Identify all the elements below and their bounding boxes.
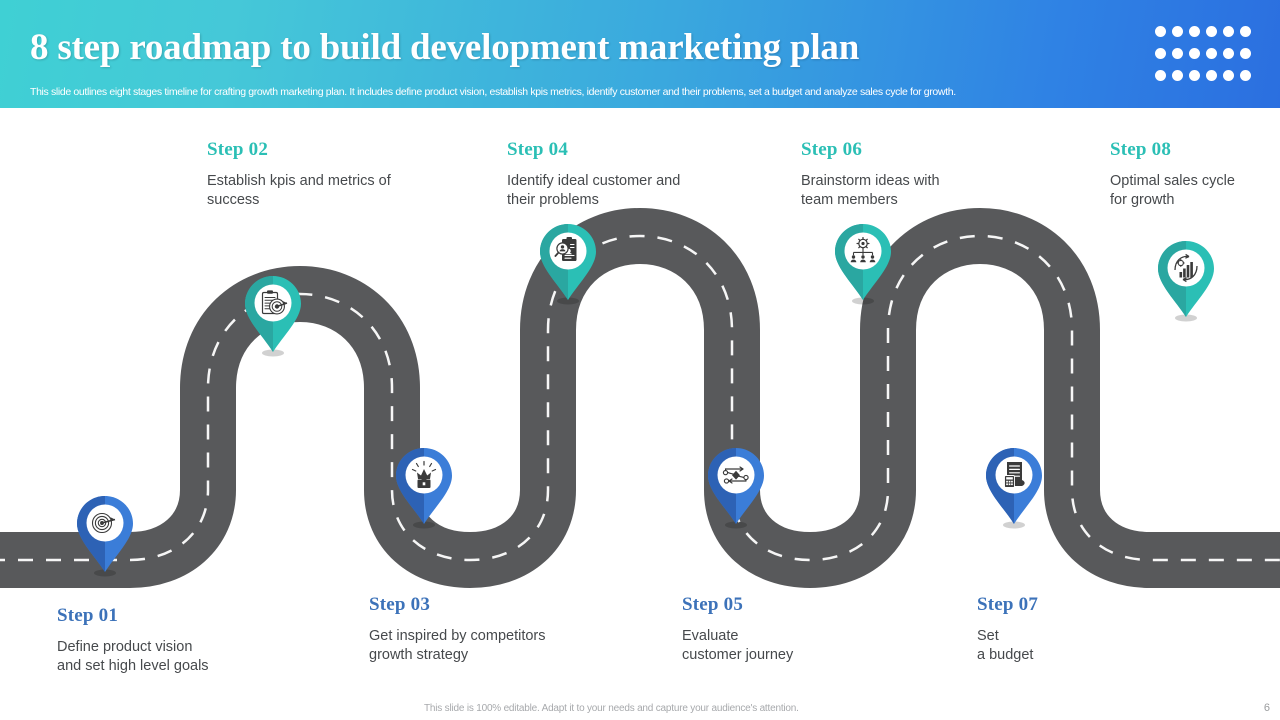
step-02-title: Step 02 [207, 139, 269, 160]
header-dot [1223, 47, 1234, 59]
lightbulb-briefcase-icon [411, 460, 437, 488]
step-05-title: Step 05 [682, 594, 744, 615]
step-06-title: Step 06 [801, 139, 863, 160]
page-number: 6 [1263, 702, 1270, 714]
header-dot [1172, 25, 1183, 37]
step-04-title: Step 04 [507, 139, 569, 160]
header-dot [1155, 47, 1166, 59]
header-dot [1206, 25, 1217, 37]
step-03-title: Step 03 [369, 594, 431, 615]
step-block-03: Step 03 Get inspired by competitors grow… [369, 594, 599, 665]
header-dot [1240, 47, 1251, 59]
header-dot [1206, 69, 1217, 81]
bar-chart-cycle-icon [1174, 253, 1198, 283]
map-pin-step-07[interactable] [983, 446, 1045, 530]
step-07-title: Step 07 [977, 594, 1039, 615]
road-path-graphic [0, 207, 1280, 589]
header-dot [1155, 25, 1166, 37]
header-dot [1189, 47, 1200, 59]
roadmap-canvas [0, 108, 1280, 720]
header-dot [1240, 25, 1251, 37]
header-dot [1206, 47, 1217, 59]
step-01-title: Step 01 [57, 605, 119, 626]
step-01-description: Define product vision and set high level… [57, 639, 209, 674]
map-pin-step-05[interactable] [705, 446, 767, 530]
step-block-01: Step 01 Define product vision and set hi… [57, 605, 287, 676]
step-block-07: Step 07 Set a budget [977, 594, 1207, 665]
step-block-04: Step 04 Identify ideal customer and thei… [507, 139, 737, 210]
header-dot [1189, 25, 1200, 37]
map-pin-step-04[interactable] [537, 222, 599, 306]
page-title: 8 step roadmap to build development mark… [30, 27, 860, 68]
header-dot [1240, 69, 1251, 81]
map-pin-step-03[interactable] [393, 446, 455, 530]
step-08-description: Optimal sales cycle for growth [1110, 173, 1235, 208]
team-org-gear-icon [850, 236, 876, 263]
step-block-05: Step 05 Evaluate customer journey [682, 594, 912, 665]
map-pin-step-06[interactable] [832, 222, 894, 306]
footer-note: This slide is 100% editable. Adapt it to… [424, 703, 799, 714]
map-pin-step-01[interactable] [74, 494, 136, 578]
header-dot [1189, 69, 1200, 81]
step-06-description: Brainstorm ideas with team members [801, 173, 940, 208]
step-block-06: Step 06 Brainstorm ideas with team membe… [801, 139, 1031, 210]
step-04-description: Identify ideal customer and their proble… [507, 173, 681, 208]
customer-journey-flow-icon [722, 466, 749, 484]
step-02-description: Establish kpis and metrics of success [207, 173, 391, 208]
step-block-08: Step 08 Optimal sales cycle for growth [1110, 139, 1280, 210]
map-pin-step-02[interactable] [242, 274, 304, 358]
header-dot [1223, 25, 1234, 37]
step-08-title: Step 08 [1110, 139, 1172, 160]
target-arrow-icon [91, 512, 116, 534]
header-subtitle: This slide outlines eight stages timelin… [30, 86, 956, 98]
decorative-dot-grid [1152, 20, 1254, 86]
step-block-02: Step 02 Establish kpis and metrics of su… [207, 139, 437, 210]
step-07-description: Set a budget [977, 628, 1034, 663]
clipboard-person-search-icon [554, 237, 577, 261]
map-pin-step-08[interactable] [1155, 239, 1217, 323]
header-dot [1223, 69, 1234, 81]
clipboard-target-icon [261, 290, 288, 315]
step-03-description: Get inspired by competitors growth strat… [369, 628, 546, 663]
step-05-description: Evaluate customer journey [682, 628, 794, 663]
invoice-calculator-icon [1004, 462, 1025, 488]
header-dot [1155, 69, 1166, 81]
header-dot [1172, 69, 1183, 81]
slide-header: 8 step roadmap to build development mark… [0, 0, 1280, 108]
header-dot [1172, 47, 1183, 59]
